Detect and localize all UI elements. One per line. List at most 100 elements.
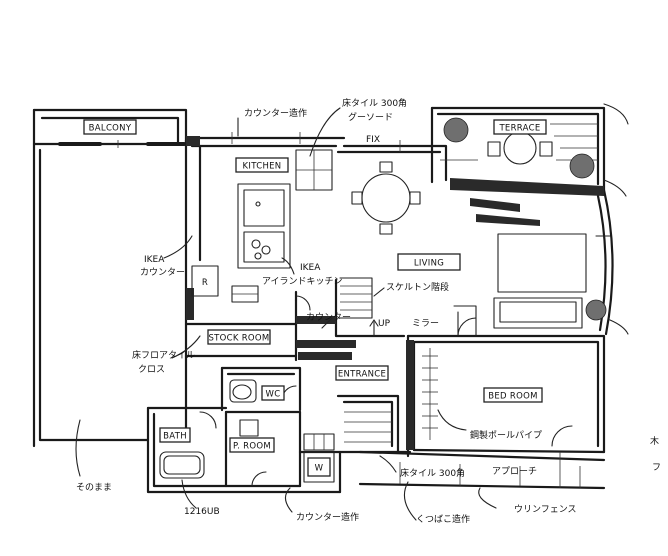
room-label-wc: WC	[261, 385, 285, 401]
label-box	[335, 365, 389, 381]
entrance-label: ENTRANCE	[338, 370, 386, 380]
living-furniture	[339, 161, 611, 337]
door-swing	[199, 411, 217, 429]
terrace-table	[503, 131, 537, 165]
note-floor-tile-bottom: 床タイル 300角	[400, 467, 465, 479]
note-mirror: ミラー	[412, 318, 439, 329]
room-label-kitchen: KITCHEN	[235, 157, 289, 173]
service-outer-wall	[146, 406, 342, 494]
room-label-w: W	[307, 457, 331, 477]
leader-line	[284, 487, 293, 513]
sink-drain	[255, 201, 261, 207]
note-ikea-counter: IKEA	[144, 255, 165, 265]
leader-line	[437, 409, 467, 431]
terrace-edge-band	[450, 178, 604, 196]
window-marks	[58, 132, 401, 152]
label-box	[483, 387, 543, 403]
walls	[32, 106, 614, 494]
r-label: R	[202, 278, 208, 288]
door-swing	[251, 471, 267, 487]
wall-column	[186, 136, 200, 146]
dining-chair	[379, 223, 393, 235]
washbasin	[239, 419, 259, 437]
terrace-chair	[539, 141, 553, 157]
dining-chair	[351, 191, 363, 205]
balcony-inner-wall	[40, 116, 180, 146]
entrance-steps	[344, 411, 581, 488]
hatch-band	[470, 198, 520, 212]
sofa	[493, 297, 583, 329]
living-top-wall	[342, 144, 448, 182]
leader-line	[379, 455, 397, 473]
door-swing	[551, 425, 573, 447]
label-box	[261, 385, 285, 401]
leader-line	[403, 481, 417, 521]
stair-band	[296, 316, 336, 324]
leader-line	[603, 179, 627, 197]
label-box	[229, 437, 275, 453]
note-gurt-board: グーソード	[348, 111, 393, 123]
toilet-bowl	[232, 384, 252, 400]
leader-line	[171, 335, 201, 359]
kitchen-furniture	[191, 149, 333, 311]
note-fix: FIX	[366, 135, 380, 145]
leader-lines	[75, 103, 629, 521]
burner	[261, 245, 271, 255]
note-unit-bath: 1216UB	[184, 507, 220, 517]
bedroom-inner-wall	[412, 340, 600, 448]
island-kitchen	[237, 183, 291, 269]
burner	[254, 252, 262, 260]
fridge	[191, 265, 219, 297]
room-label-bedroom: BED ROOM	[483, 387, 543, 403]
service-inner-wall	[152, 412, 302, 488]
left-room-inner-wall	[38, 148, 150, 442]
bathtub-inner	[163, 455, 201, 475]
leader-line	[163, 235, 193, 259]
island-sink	[243, 189, 285, 227]
note-skeleton-stairs: スケルトン階段	[386, 281, 449, 293]
stair-wall	[334, 278, 406, 338]
w-label: W	[315, 464, 324, 474]
note-counter-bottom: カウンター造作	[296, 511, 359, 523]
balcony-wall	[32, 108, 188, 148]
note-edge-char: フ	[652, 463, 661, 473]
label-box	[83, 119, 137, 135]
washer	[303, 451, 335, 483]
note-steel-pipe: 鋼製ポールパイプ	[470, 429, 542, 441]
living-label: LIVING	[414, 259, 444, 269]
annotations: カウンター造作 床タイル 300角 グーソード FIX IKEA カウンター I…	[76, 97, 661, 525]
room-label-bath: BATH	[159, 427, 191, 443]
terrace-label: TERRACE	[498, 124, 540, 134]
room-label-terrace: TERRACE	[493, 119, 547, 135]
room-label-entrance: ENTRANCE	[335, 365, 389, 381]
leader-line	[603, 103, 629, 125]
genkan-wall	[336, 394, 400, 454]
note-counter-small: カウンター	[306, 312, 351, 323]
label-box	[397, 253, 461, 271]
bedroom-label: BED ROOM	[488, 392, 537, 402]
door-swing	[457, 311, 477, 337]
label-box	[159, 427, 191, 443]
hatched-walls	[186, 136, 604, 450]
wc-label: WC	[266, 390, 281, 400]
toilet	[229, 379, 257, 403]
note-counter-built: カウンター造作	[244, 107, 307, 119]
hatch-band	[476, 214, 540, 226]
balcony-label: BALCONY	[89, 124, 132, 134]
approach-bottom-line	[358, 482, 606, 490]
plant-icon	[443, 117, 469, 143]
note-ikea-kitchen-sub: アイランドキッチン	[262, 276, 343, 287]
skeleton-stairs	[339, 277, 373, 319]
burner	[251, 239, 261, 249]
wc-wall	[220, 366, 302, 412]
leader-line	[75, 419, 81, 477]
note-floor-flooring: 床フロアタイル	[132, 349, 195, 361]
door-frame	[453, 305, 477, 337]
stair-band	[296, 340, 356, 348]
label-box	[493, 119, 547, 135]
bedroom-outer-wall	[406, 334, 606, 454]
bedroom-closet	[422, 348, 573, 447]
room-label-balcony: BALCONY	[83, 119, 137, 135]
note-ikea-kitchen: IKEA	[300, 263, 321, 273]
